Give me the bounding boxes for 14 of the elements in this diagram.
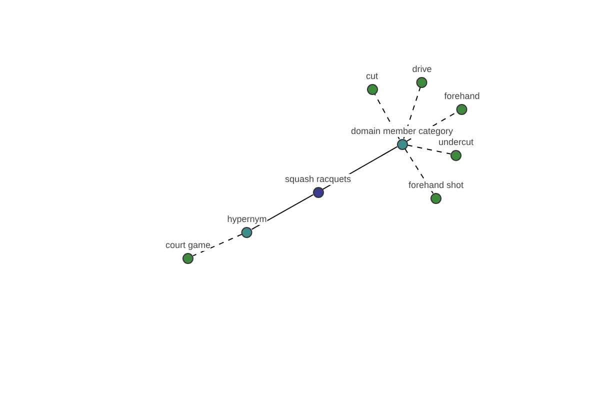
node-label: court game (165, 240, 211, 250)
node-label: forehand shot (408, 180, 464, 190)
node-label: undercut (438, 136, 474, 148)
node-label: drive (412, 64, 432, 74)
connector-line (403, 86, 421, 140)
node-label: hypernym (227, 214, 267, 224)
node-label: domain member category (350, 126, 454, 136)
connector-line (251, 194, 314, 230)
connector-line (192, 234, 242, 256)
connector-line (406, 144, 452, 154)
node-label: forehand (444, 90, 480, 102)
connector-line (404, 148, 434, 194)
node-label: cut (366, 70, 378, 82)
node-label: squash racquets (284, 174, 352, 184)
